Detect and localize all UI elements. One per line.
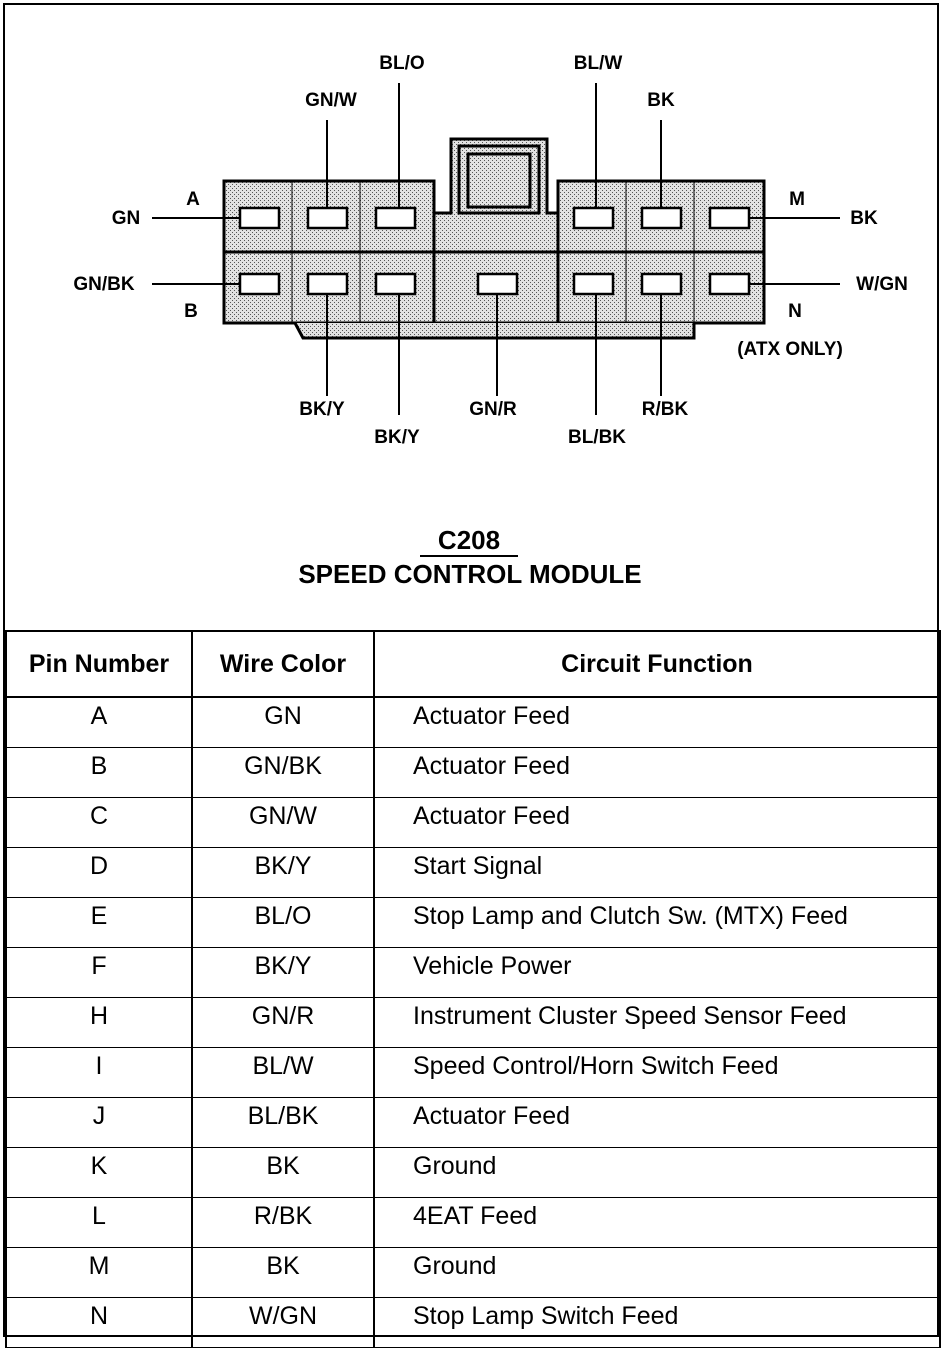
circuit-function-cell: Vehicle Power [373,947,941,998]
pin-number-cell: E [5,897,193,948]
connector-body [222,137,766,340]
cavity-e [374,206,417,230]
cavity-d [306,272,349,296]
wire-color-cell: BK/Y [191,947,375,998]
cavity-a [238,206,281,230]
circuit-function-cell: Ground [373,1147,941,1198]
wire-color-cell: GN/R [191,997,375,1048]
header-circuit-function: Circuit Function [373,630,941,698]
pin-number-cell: I [5,1047,193,1098]
wire-label-top-3: BL/W [574,53,623,74]
wire-color-cell: BK [191,1147,375,1198]
wire-label-top-4: BK [647,90,675,111]
circuit-function-cell: Stop Lamp and Clutch Sw. (MTX) Feed [373,897,941,948]
pin-number-cell: B [5,747,193,798]
circuit-function-cell: Actuator Feed [373,1097,941,1148]
pin-number-cell: J [5,1097,193,1148]
cavity-l [640,272,683,296]
wire-label-bottom-4: BL/BK [568,427,626,448]
wire-label-top-1: GN/W [305,90,357,111]
circuit-function-cell: Actuator Feed [373,696,941,748]
pin-number-cell: C [5,797,193,848]
pin-letter-a: A [186,189,200,210]
pin-letter-n: N [788,301,802,322]
circuit-function-cell: Actuator Feed [373,797,941,848]
pin-letter-b: B [184,301,198,322]
wire-label-bottom-3: GN/R [469,399,517,420]
wire-label-right-bottom: W/GN [856,274,908,295]
wire-label-bottom-2: BK/Y [374,427,420,448]
wire-color-cell: BK/Y [191,847,375,898]
wire-color-cell: R/BK [191,1197,375,1248]
terminal-cavities [238,206,751,296]
cavity-h [476,272,519,296]
pin-number-cell: M [5,1247,193,1298]
pin-number-cell: N [5,1297,193,1348]
circuit-function-cell: Actuator Feed [373,747,941,798]
pin-number-cell: F [5,947,193,998]
wire-color-cell: BL/W [191,1047,375,1098]
connector-name: SPEED CONTROL MODULE [298,559,641,589]
circuit-function-cell: Start Signal [373,847,941,898]
connector-diagram: GN/W BL/O BL/W BK A B M N GN GN/BK BK W/… [0,0,944,630]
wire-label-bottom-5: R/BK [642,399,689,420]
pin-number-cell: D [5,847,193,898]
wire-label-bottom-1: BK/Y [299,399,345,420]
wire-color-cell: W/GN [191,1297,375,1348]
cavity-f [374,272,417,296]
cavity-i [572,206,615,230]
pin-number-cell: L [5,1197,193,1248]
cavity-k [640,206,683,230]
cavity-c [306,206,349,230]
circuit-function-cell: Instrument Cluster Speed Sensor Feed [373,997,941,1048]
cavity-n [708,272,751,296]
header-wire-color: Wire Color [191,630,375,698]
connector-id: C208 [438,525,500,555]
table-header-row: Pin Number Wire Color Circuit Function [5,630,941,698]
wire-color-cell: BK [191,1247,375,1298]
wire-color-cell: BL/O [191,897,375,948]
cavity-j [572,272,615,296]
wire-label-left-bottom: GN/BK [73,274,135,295]
wire-label-right-top: BK [850,208,878,229]
pin-number-cell: A [5,696,193,748]
cavity-m [708,206,751,230]
header-pin-number: Pin Number [5,630,193,698]
pin-function-table: Pin Number Wire Color Circuit Function A… [5,630,941,1348]
cavity-b [238,272,281,296]
wire-color-cell: GN/BK [191,747,375,798]
circuit-function-cell: Stop Lamp Switch Feed [373,1297,941,1348]
pin-number-cell: H [5,997,193,1048]
circuit-function-cell: Ground [373,1247,941,1298]
wire-label-left-top: GN [112,208,141,229]
wire-color-cell: GN/W [191,797,375,848]
pin-letter-m: M [789,189,805,210]
atx-only-note: (ATX ONLY) [737,339,843,360]
pin-number-cell: K [5,1147,193,1198]
leader-lines [152,83,840,415]
wire-color-cell: GN [191,696,375,748]
circuit-function-cell: Speed Control/Horn Switch Feed [373,1047,941,1098]
wire-color-cell: BL/BK [191,1097,375,1148]
circuit-function-cell: 4EAT Feed [373,1197,941,1248]
wire-label-top-2: BL/O [379,53,424,74]
